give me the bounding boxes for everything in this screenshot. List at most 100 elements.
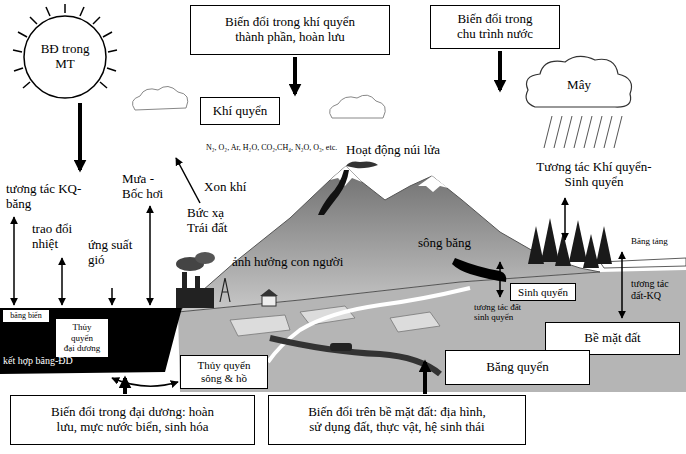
- sun-rays: [14, 68, 23, 71]
- change-box: Biến đổi trên bề mặt đất: địa hình, sử d…: [268, 395, 526, 445]
- wind-stress-label: ứng suất gió: [88, 238, 138, 268]
- arrows: [498, 51, 502, 90]
- trees: [541, 218, 559, 262]
- sun-circle: BĐ trong MT: [23, 15, 107, 99]
- arrows: [564, 198, 566, 240]
- node-text: Bề mặt đất: [584, 331, 640, 346]
- trees: [555, 232, 571, 266]
- small-clouds: [330, 95, 386, 118]
- change-box: Biến đổi trong chu trình nước: [430, 5, 560, 49]
- rain: [584, 116, 592, 148]
- node-text: Khí quyển: [213, 104, 268, 119]
- ocean-label: kết hợp băng-ĐD: [3, 355, 103, 367]
- factory: [182, 272, 187, 288]
- node-text: Thủy quyển sông & hồ: [186, 359, 262, 384]
- sphere-box: Thủy quyển đại dương: [55, 318, 109, 358]
- volcano-label: Hoạt động núi lửa: [346, 143, 476, 158]
- trees: [569, 220, 587, 262]
- arrows: [61, 258, 63, 305]
- sun-rays: [108, 50, 117, 52]
- rain: [604, 116, 612, 148]
- sun-rays: [18, 32, 27, 37]
- factory: [176, 288, 214, 308]
- gas-list: N₂, O₂, Ar, H₂O, CO₂,CH₄, N₂O, O₃, etc.: [206, 143, 344, 152]
- sphere-box: Băng quyển: [445, 350, 590, 385]
- interaction-label: tương tác đất-KQ: [631, 278, 683, 301]
- node-text: Thủy quyển đại dương: [61, 322, 103, 353]
- glacier: [452, 258, 506, 282]
- node-text: Biến đổi trên bề mặt đất: địa hình, sử d…: [274, 405, 520, 435]
- trees: [528, 218, 612, 268]
- interaction-label: tương tác KQ-băng: [6, 182, 96, 212]
- ocean: [0, 308, 182, 374]
- tower: [220, 278, 230, 302]
- rain: [614, 116, 622, 148]
- snow-cap: [418, 176, 448, 192]
- ice-sheet-label: Băng tảng: [631, 236, 683, 246]
- interaction-label: Tương tác Khí quyển-Sinh quyển: [525, 160, 663, 190]
- change-box: Biến đổi trong đại dương: hoàn lưu, mực …: [10, 395, 255, 445]
- rain: [544, 116, 552, 148]
- arrows: [13, 217, 15, 305]
- sphere-box: Sinh quyển: [510, 283, 576, 301]
- mountains: [178, 166, 600, 312]
- arrows: [176, 158, 200, 203]
- house: [260, 289, 278, 306]
- radiation-label: Bức xạ Trái đất: [187, 206, 242, 236]
- sun-rays: [13, 50, 22, 52]
- factory: [195, 276, 200, 288]
- sphere-box: Thủy quyển sông & hồ: [180, 355, 268, 389]
- cloud-shape: Mây: [520, 52, 638, 112]
- house: [260, 289, 278, 296]
- volcano-plume: [346, 161, 378, 168]
- rain: [564, 116, 572, 148]
- human-label: ảnh hưởng con người: [232, 255, 362, 270]
- sun-rays: [30, 17, 37, 24]
- node-text: Biến đổi trong đại dương: hoàn lưu, mực …: [16, 405, 249, 435]
- arrows: [499, 262, 501, 297]
- ice-sheet: [600, 258, 686, 268]
- trees: [528, 226, 544, 264]
- arrows: [111, 288, 113, 305]
- rain: [574, 116, 582, 148]
- rain: [594, 116, 602, 148]
- sun-rays: [107, 68, 116, 71]
- node-text: Biến đổi trong khí quyển thành phần, hoà…: [196, 15, 384, 45]
- road: [270, 338, 440, 374]
- sun-rays: [46, 7, 50, 16]
- tower: [220, 278, 230, 302]
- lava-flow: [318, 170, 349, 215]
- house: [262, 296, 276, 306]
- glacier-label: sông băng: [418, 236, 488, 251]
- rain: [554, 116, 562, 148]
- fields: [230, 315, 290, 336]
- arrows: [78, 103, 82, 170]
- arrows: [621, 252, 623, 318]
- sun-rays: [80, 7, 84, 16]
- interaction-label: tương tác đất sinh quyển: [474, 302, 530, 323]
- aerosol-label: Xon khí: [204, 180, 264, 195]
- precip-label: Mưa - Bốc hơi: [122, 172, 174, 202]
- node-text: Băng quyển: [486, 360, 548, 375]
- node-text: băng biển: [10, 311, 41, 320]
- arrows: [112, 378, 178, 386]
- fields: [230, 306, 440, 336]
- node-text: BĐ trong MT: [37, 42, 93, 72]
- heat-label: trao đổi nhiệt: [32, 222, 88, 252]
- trees: [596, 226, 612, 264]
- factory: [195, 252, 215, 264]
- small-clouds: [132, 86, 187, 110]
- change-box: Biến đổi trong khí quyển thành phần, hoà…: [190, 5, 390, 55]
- sun-rays: [64, 4, 66, 13]
- sun-rays: [103, 32, 112, 37]
- sun-rays: [100, 82, 107, 88]
- arrows: [123, 378, 127, 394]
- node-text: Mây: [567, 78, 591, 93]
- cloud-outline: [526, 56, 631, 107]
- car: [330, 343, 352, 351]
- factory: [176, 252, 215, 308]
- sun-rays: [93, 17, 100, 24]
- sea-ice-box: băng biển: [2, 309, 50, 323]
- sun-rays: [23, 82, 30, 88]
